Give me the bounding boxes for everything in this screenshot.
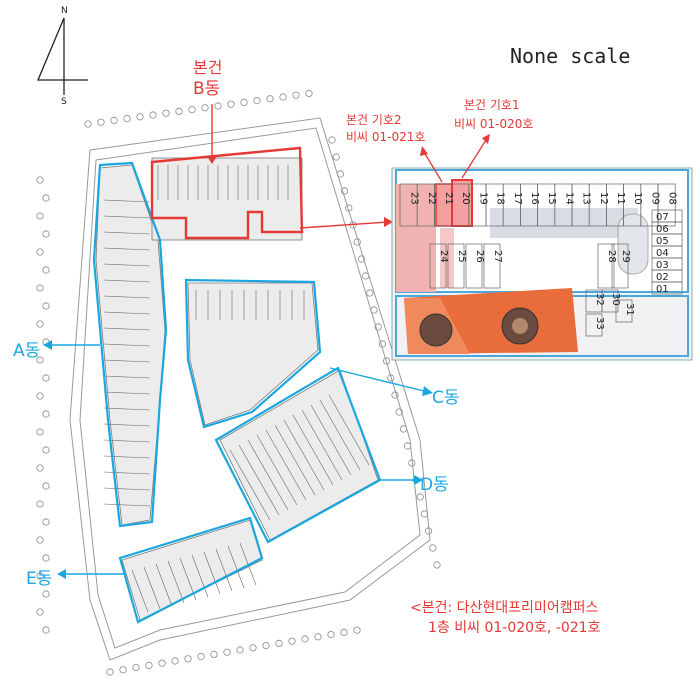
unit-number-label: 19 xyxy=(477,192,488,205)
compass-icon xyxy=(37,17,88,95)
unit-number-label: 08 xyxy=(667,192,678,205)
unit-number-label: 22 xyxy=(426,192,437,205)
building-b-outline xyxy=(150,146,304,240)
callout-unit-20-number: 비씨 01-020호 xyxy=(454,117,534,131)
unit-number-label: 07 xyxy=(656,212,669,223)
building-d-label: D동 xyxy=(420,475,449,495)
building-a-outline xyxy=(92,161,168,528)
unit-number-label: 32 xyxy=(594,293,605,306)
site-outline xyxy=(69,117,431,661)
footnote-line1: <본건: 다산현대프리미어캠퍼스 xyxy=(410,600,599,616)
callout-unit-21-number: 비씨 01-021호 xyxy=(346,130,426,144)
label-arrows xyxy=(43,104,433,579)
unit-number-label: 11 xyxy=(615,192,626,205)
unit-number-label: 29 xyxy=(620,250,631,263)
unit-number-label: 33 xyxy=(594,317,605,330)
building-e-outline xyxy=(118,516,264,624)
unit-number-label: 12 xyxy=(598,192,609,205)
building-c-label: C동 xyxy=(432,388,460,408)
building-a-label: A동 xyxy=(13,341,41,361)
unit-number-labels: 23 22 21 20 19 18 17 16 15 14 13 12 11 10 09 08 07060504… xyxy=(409,192,678,330)
unit-number-label: 17 xyxy=(512,192,523,205)
unit-number-label: 20 xyxy=(460,192,471,205)
unit-number-label: 26 xyxy=(474,250,485,263)
unit-number-label: 01 xyxy=(656,284,669,295)
unit-number-label: 02 xyxy=(656,272,669,283)
unit-number-label: 28 xyxy=(606,250,617,263)
unit-number-label: 13 xyxy=(581,192,592,205)
unit-number-label: 31 xyxy=(624,303,635,316)
unit-number-label: 27 xyxy=(492,250,503,263)
unit-number-label: 18 xyxy=(495,192,506,205)
unit-number-label: 14 xyxy=(563,192,574,205)
unit-number-label: 30 xyxy=(610,293,621,306)
unit-number-label: 04 xyxy=(656,248,669,259)
compass-north-label: N xyxy=(61,6,68,16)
footnote-line2: 1층 비씨 01-020호, -021호 xyxy=(428,620,601,636)
building-detail xyxy=(103,165,370,613)
survey-marks xyxy=(36,89,441,676)
compass-south-label: S xyxy=(61,97,67,107)
unit-number-label: 06 xyxy=(656,224,669,235)
subject-label-line1: 본건 xyxy=(193,58,223,77)
unit-number-label: 25 xyxy=(456,250,467,263)
unit-number-label: 10 xyxy=(632,192,643,205)
floorplan-inset xyxy=(391,134,693,361)
scale-note: None scale xyxy=(510,44,631,68)
subject-label-building-b: B동 xyxy=(193,79,221,99)
building-fills xyxy=(95,157,379,621)
unit-21-highlight xyxy=(435,183,453,227)
unit-number-label: 03 xyxy=(656,260,669,271)
callout-unit-20-title: 본건 기호1 xyxy=(464,98,520,112)
unit-number-label: 23 xyxy=(409,192,420,205)
unit-number-label: 15 xyxy=(546,192,557,205)
unit-number-label: 24 xyxy=(438,250,449,263)
unit-number-label: 21 xyxy=(443,192,454,205)
unit-number-label: 16 xyxy=(529,192,540,205)
building-c-outline xyxy=(184,278,322,429)
unit-number-label: 05 xyxy=(656,236,669,247)
callout-unit-21-title: 본건 기호2 xyxy=(346,113,402,127)
building-e-label: E동 xyxy=(26,569,53,589)
unit-number-label: 09 xyxy=(649,192,660,205)
